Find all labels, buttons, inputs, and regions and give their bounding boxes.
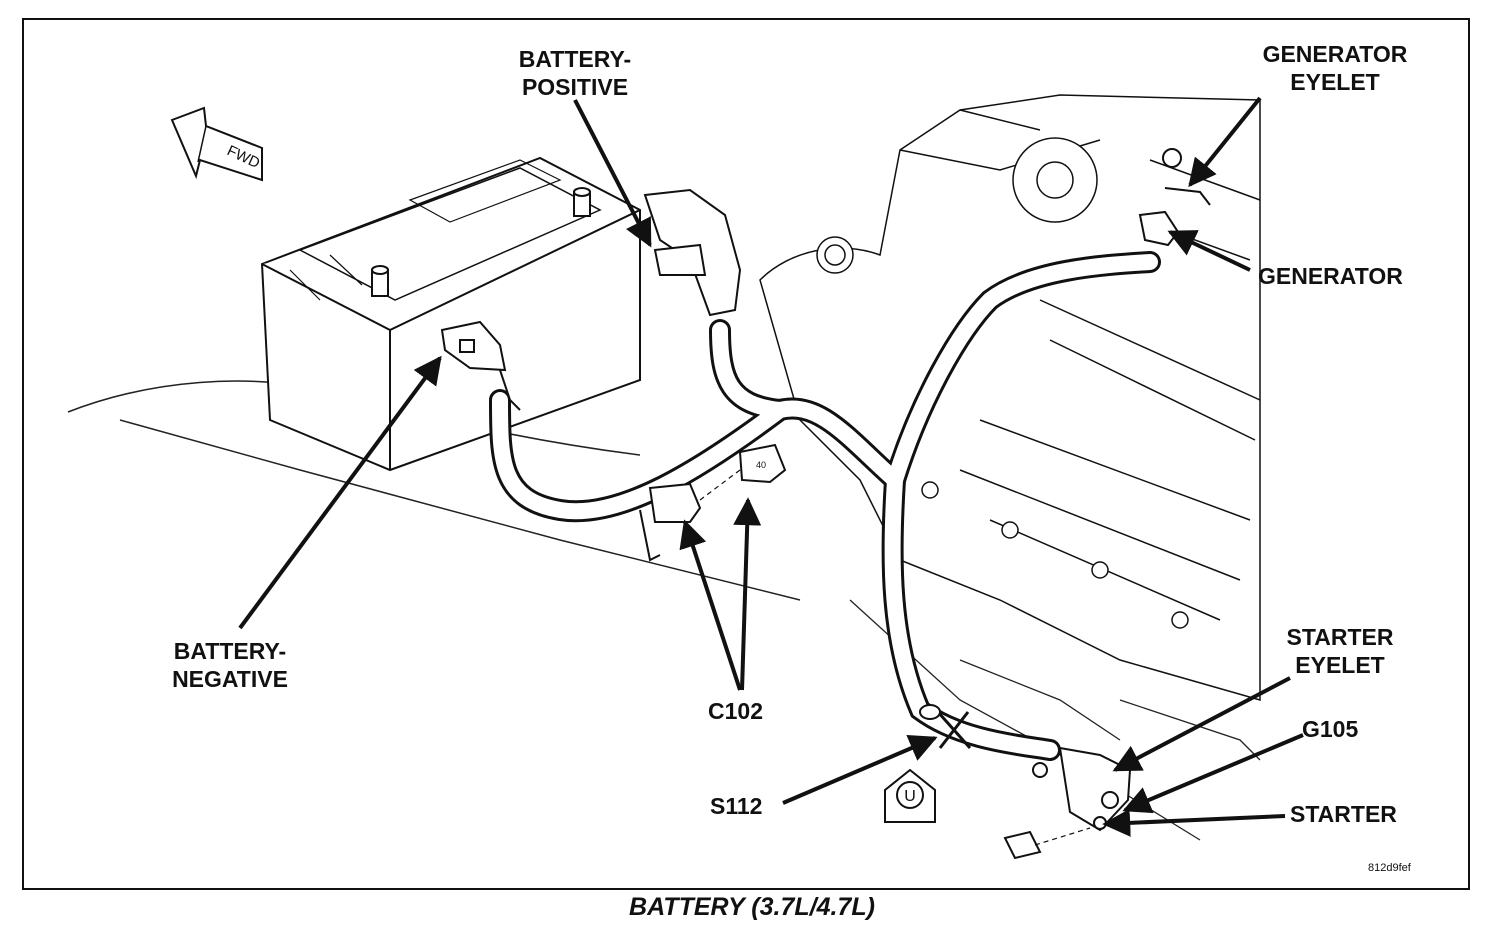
svg-text:40: 40: [756, 460, 766, 470]
figure-code: 812d9fef: [1368, 862, 1411, 874]
s112-splice: [919, 704, 972, 749]
battery-body: [260, 156, 641, 472]
figure-caption: BATTERY (3.7L/4.7L): [629, 893, 875, 921]
label-starter: STARTER: [1290, 801, 1397, 827]
starter-assembly: [1003, 746, 1132, 860]
u-view-letter: U: [904, 788, 916, 805]
figure-frame: [22, 18, 1470, 890]
positive-clamp: [643, 188, 742, 317]
label-generator-eyelet: GENERATOR EYELET: [1262, 41, 1408, 95]
label-c102: C102: [708, 698, 763, 724]
fwd-arrow: FWD: [170, 106, 263, 182]
u-view-symbol: U: [884, 768, 936, 823]
c102-connector: 40: [639, 443, 787, 562]
label-g105: G105: [1302, 716, 1359, 742]
label-battery-positive: BATTERY- POSITIVE: [518, 46, 632, 100]
engine-block: [759, 94, 1261, 701]
label-s112: S112: [710, 793, 763, 819]
label-starter-eyelet: STARTER EYELET: [1286, 624, 1394, 678]
label-battery-negative: BATTERY- NEGATIVE: [172, 638, 288, 692]
label-generator: GENERATOR: [1258, 263, 1403, 289]
negative-clamp: [440, 320, 521, 411]
callout-leaders: [238, 96, 1304, 837]
